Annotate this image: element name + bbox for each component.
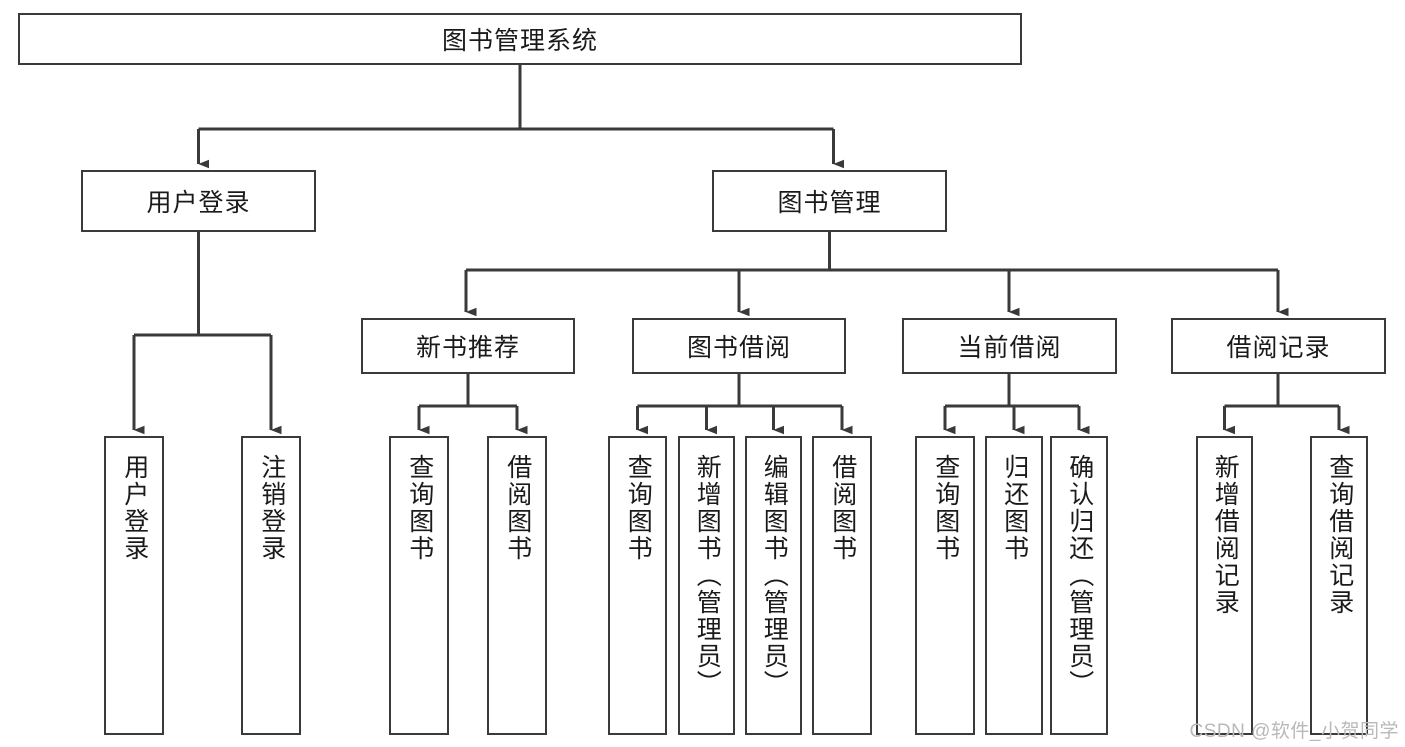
node-leaf-return-book[interactable]: 归还图书	[985, 436, 1043, 735]
node-leaf-user-logout[interactable]: 注销登录	[241, 436, 301, 735]
node-label: 查询图书	[624, 454, 653, 562]
node-leaf-borrow-book-1[interactable]: 借阅图书	[487, 436, 547, 735]
node-label: 新增借阅记录	[1211, 454, 1240, 616]
node-label: 归还图书	[1000, 454, 1029, 562]
node-leaf-add-book[interactable]: 新增图书（管理员）	[678, 436, 735, 735]
node-label: 图书借阅	[686, 334, 791, 362]
node-label: 新书推荐	[415, 334, 520, 362]
node-label: 新增图书（管理员）	[693, 454, 722, 697]
node-leaf-query-record[interactable]: 查询借阅记录	[1310, 436, 1368, 735]
node-leaf-borrow-book-2[interactable]: 借阅图书	[812, 436, 872, 735]
node-label: 确认归还（管理员）	[1065, 454, 1094, 697]
node-label: 借阅图书	[828, 454, 857, 562]
node-leaf-query-book-3[interactable]: 查询图书	[915, 436, 975, 735]
watermark: CSDN @软件_小贺同学	[1189, 721, 1399, 742]
node-label: 编辑图书（管理员）	[760, 454, 789, 697]
node-leaf-query-book-2[interactable]: 查询图书	[608, 436, 667, 735]
node-book-manage[interactable]: 图书管理	[712, 170, 947, 232]
node-leaf-user-login[interactable]: 用户登录	[104, 436, 164, 735]
node-leaf-confirm-return[interactable]: 确认归还（管理员）	[1050, 436, 1108, 735]
node-label: 查询图书	[405, 454, 434, 562]
node-label: 查询借阅记录	[1325, 454, 1354, 616]
node-book-borrow[interactable]: 图书借阅	[632, 318, 846, 374]
node-new-book-recommend[interactable]: 新书推荐	[361, 318, 575, 374]
node-current-borrow[interactable]: 当前借阅	[902, 318, 1117, 374]
node-label: 用户登录	[146, 189, 251, 217]
node-label: 借阅记录	[1226, 334, 1331, 362]
node-borrow-record[interactable]: 借阅记录	[1171, 318, 1386, 374]
node-label: 查询图书	[931, 454, 960, 562]
node-label: 借阅图书	[503, 454, 532, 562]
node-leaf-add-record[interactable]: 新增借阅记录	[1196, 436, 1253, 735]
node-leaf-edit-book[interactable]: 编辑图书（管理员）	[745, 436, 802, 735]
node-label: 图书管理	[777, 189, 882, 217]
node-label: 图书管理系统	[441, 27, 598, 55]
node-user-login[interactable]: 用户登录	[81, 170, 316, 232]
node-label: 用户登录	[120, 454, 149, 562]
node-root[interactable]: 图书管理系统	[18, 13, 1022, 65]
node-leaf-query-book-1[interactable]: 查询图书	[389, 436, 449, 735]
node-label: 注销登录	[257, 454, 286, 562]
node-label: 当前借阅	[957, 334, 1062, 362]
